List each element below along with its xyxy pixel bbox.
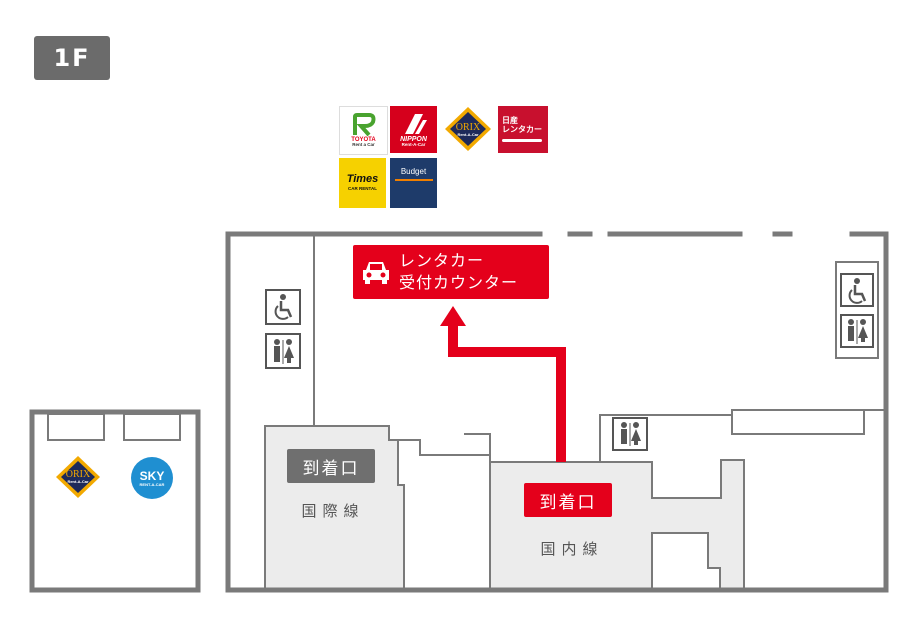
nissan-rent-a-car-logo: 日産 レンタカー xyxy=(498,106,548,153)
domestic-arrival-area xyxy=(489,459,745,591)
floor-badge: 1F xyxy=(34,36,110,80)
orix-rent-a-car-logo: ORIX Rent-A-Car xyxy=(54,455,102,499)
toyota-rent-a-car-logo: TOYOTA Rent a Car xyxy=(339,106,388,155)
sky-rent-a-car-logo: SKY RENT-A-CAR xyxy=(128,455,176,501)
car-icon xyxy=(353,245,399,299)
restroom-icon xyxy=(612,417,648,451)
international-arrival-gate: 到着口 xyxy=(287,449,375,483)
route-arrowhead xyxy=(440,306,466,326)
route-arrow xyxy=(448,322,566,462)
budget-logo: Budget xyxy=(390,158,437,208)
international-line-label: 国際線 xyxy=(301,501,365,520)
wheelchair-icon xyxy=(265,289,301,325)
counter-title-line1: レンタカー xyxy=(399,251,485,270)
counter-title-line2: 受付カウンター xyxy=(399,273,519,292)
domestic-arrival-gate: 到着口 xyxy=(524,483,612,517)
domestic-line-label: 国内線 xyxy=(540,539,604,558)
rental-car-counter-sign: レンタカー 受付カウンター xyxy=(353,245,549,299)
nippon-rent-a-car-logo: NIPPON Rent-A-Car xyxy=(390,106,437,153)
restroom-icon xyxy=(265,333,301,369)
wheelchair-icon xyxy=(835,261,879,359)
orix-rent-a-car-logo: ORIX Rent-A-Car xyxy=(442,106,494,153)
times-car-rental-logo: Times CAR RENTAL xyxy=(339,158,386,208)
